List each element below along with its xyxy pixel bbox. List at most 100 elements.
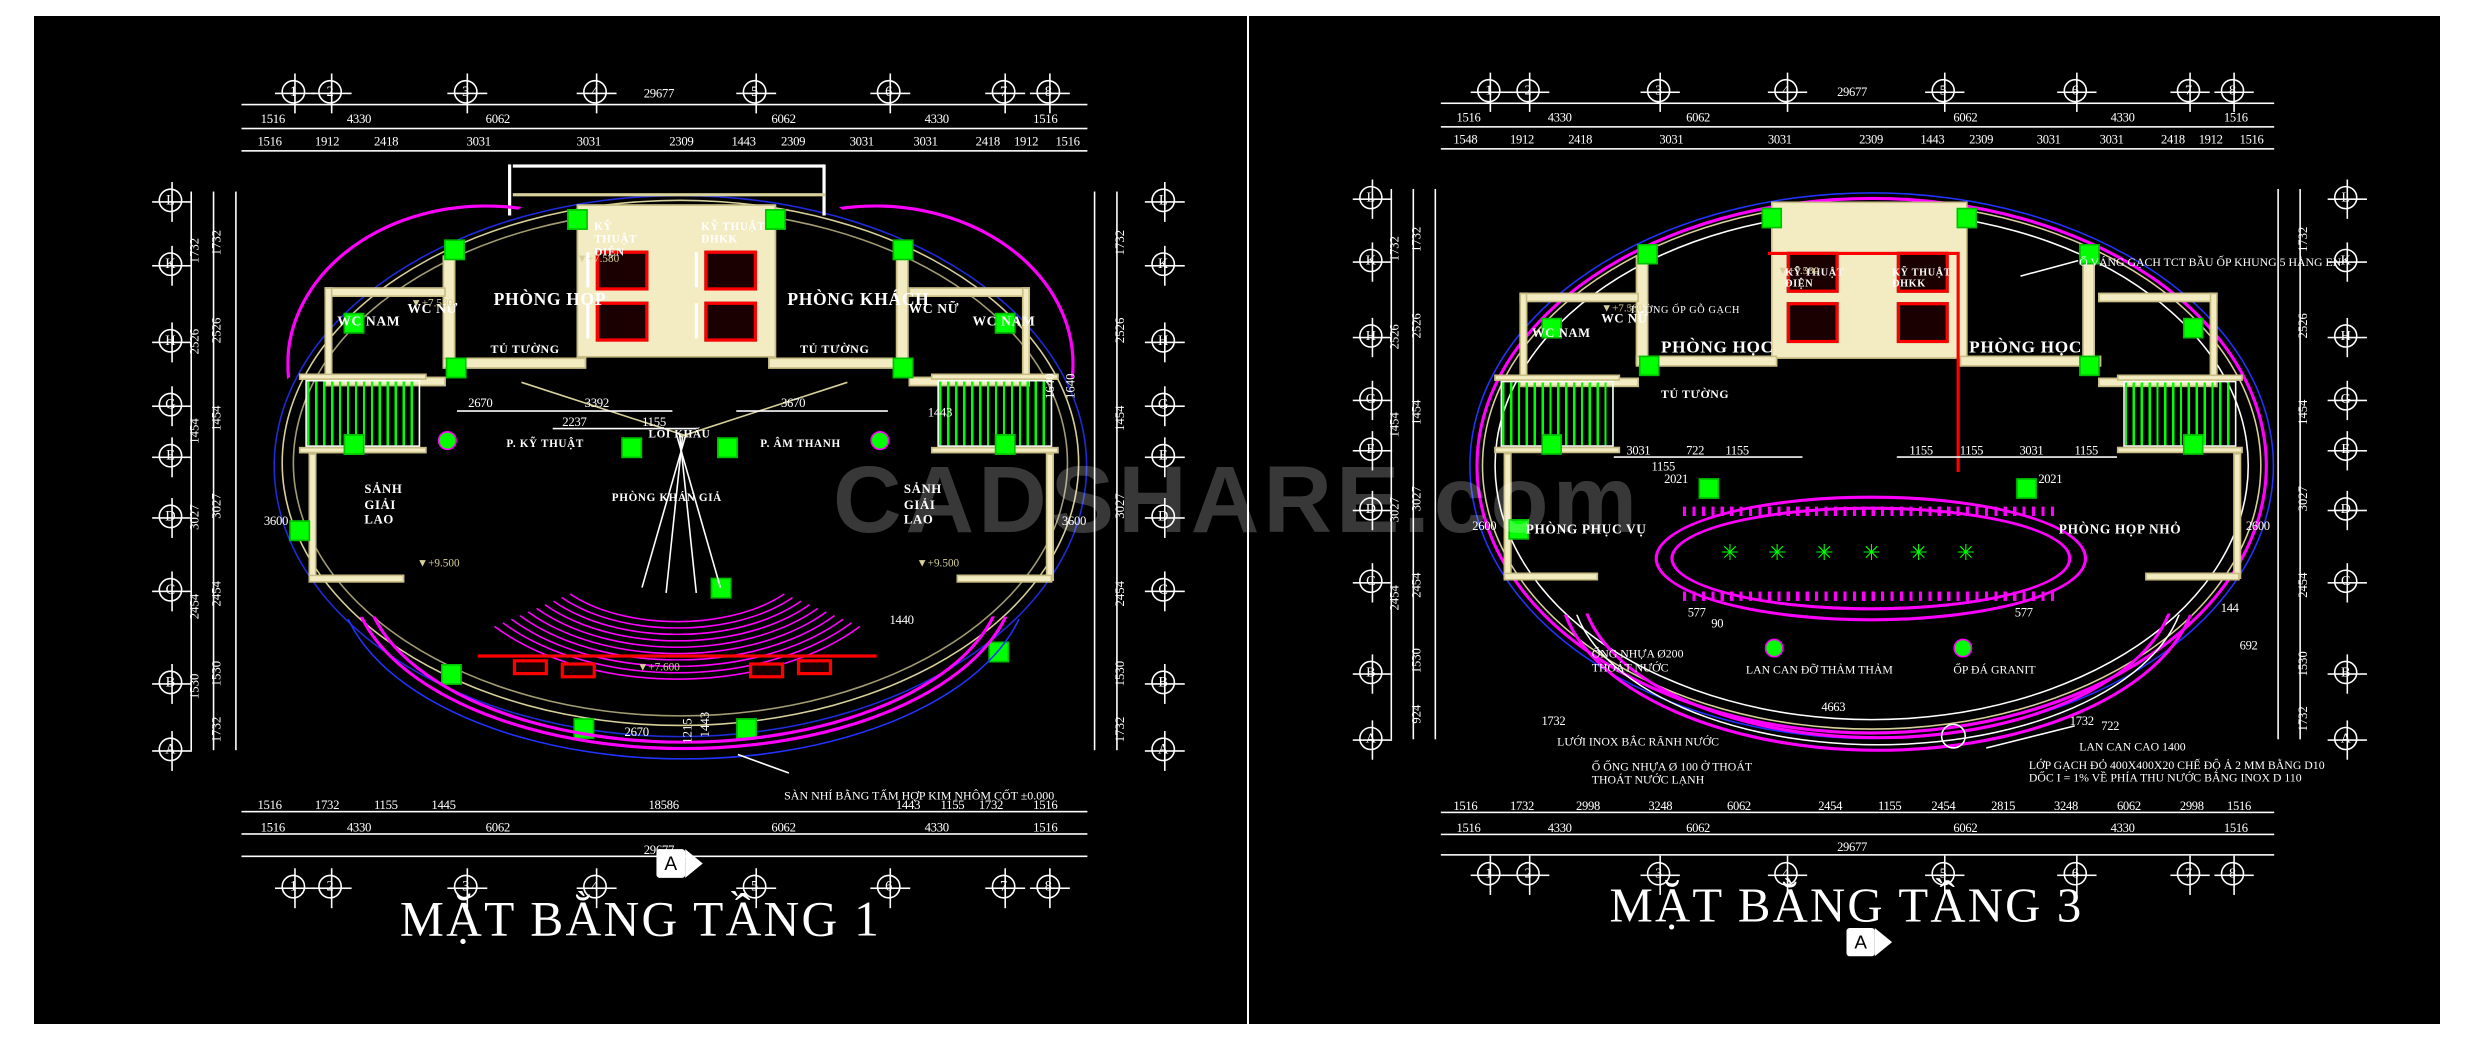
grid-bubble-top-7: 7 [985,73,1026,114]
note-slope: DỐC I = 1% VỀ PHÍA THU NƯỚC BẰNG INOX D … [2028,770,2302,785]
grid-bubble-bottom-5: 5 [736,868,777,909]
equipment-box-3 [704,250,758,291]
dim-f3-3031a: 3031 [1626,443,1651,458]
dim-seating-3: 2670 [624,724,650,740]
note-brick-layer: LỚP GẠCH ĐỎ 400X400X20 CHẾ ĐỘ Ả 2 MM BẰN… [2028,758,2325,773]
dim-top-f3-e: 4330 [2110,110,2135,125]
column [343,434,365,455]
wall-wc-left-v-f3 [1519,292,1528,388]
dim-right-7: 1732 [1112,716,1128,743]
grid-bubble-top-f3-4: 4 [1767,72,1808,112]
grid-bubble-top-f3-1: 1 [1470,72,1511,112]
dim-right-f3-3: 1454 [2296,399,2311,425]
dim-bot-f3-r4: 6062 [1953,821,1978,836]
column [2079,355,2100,377]
dim-left-2: 2526 [209,317,224,344]
dimline-bottom-row1-f3 [1440,811,2275,814]
dim-top2-f3-e: 3031 [1767,132,1792,147]
dim-left-5: 2454 [209,581,224,607]
grid-bubble-bottom-1: 1 [275,868,315,909]
wall-meeting-room-b [442,357,587,369]
column [1637,243,1658,265]
equipment-rail-2 [586,303,590,339]
grid-bubble-top-1: 1 [275,73,315,114]
dim-left-1: 1732 [209,229,224,256]
dim-left-f3-6: 1530 [1409,648,1424,674]
grid-bubble-bottom-3: 3 [447,868,488,909]
grid-bubble-right-f3-B: B [2327,654,2367,694]
grid-bubble-left-B: B [152,663,193,704]
dimline-top-overall [241,103,1088,106]
section-marker-floor-3: A [1846,928,1893,957]
column [764,209,786,230]
room-label-phong-khan-gia: PHÒNG KHÁN GIẢ [611,491,722,505]
note-circle-f3 [1940,723,1966,749]
dimline-internal-1 [456,410,673,412]
dim-internal-3670: 3670 [780,395,806,411]
grid-bubble-top-f3-2: 2 [1510,72,1550,112]
wall-service-left-f3 [1503,453,1512,579]
decor-star: ✳ [1720,542,1740,567]
grid-bubble-bottom-f3-2: 2 [1510,855,1550,895]
dim-f3-577b: 577 [2014,605,2033,620]
grid-bubble-top-4: 4 [576,73,617,114]
plan-floor-1: 29677 1516 4330 6062 6062 4330 1516 1516… [34,16,1247,1024]
dim-top2-f3-l: 1912 [2198,132,2223,147]
dimline-bottom-row2-f3 [1440,833,2275,836]
dim-top2-f3-d: 3031 [1659,132,1684,147]
grid-bubble-right-f3-L: L [2327,179,2367,219]
grid-bubble-right-C: C [1144,571,1185,612]
dim-f3-577a: 577 [1687,605,1706,620]
column [2016,478,2037,499]
dim-right-6: 1530 [1112,660,1128,687]
round-column [437,430,457,451]
room-label-tuong-op-go-gach: TƯỜNG ỐP GỖ GẠCH [1629,305,1740,317]
grid-bubble-top-f3-5: 5 [1925,72,1965,112]
dim-3600-right: 3600 [1061,513,1087,529]
note-drain-pipe: ỐNG NHỰA Ø200 THOÁT NƯỚC [1591,646,1684,675]
dim-bot-s9: 1516 [1033,798,1058,813]
dim-left-f3-7: 924 [1409,704,1424,724]
dim-right-1: 1732 [1112,229,1128,256]
room-label-wc-nu-right: WC NỮ [908,300,960,317]
dimline-left-f3-b [1412,188,1415,740]
dimline-right-a [1093,191,1096,751]
dim-bot-f3-j: 3248 [2054,799,2078,814]
column [892,357,914,379]
grid-bubble-bottom-f3-1: 1 [1470,855,1511,895]
grid-bubble-left-A: A [152,731,193,771]
room-label-kt-dhkk-f3: KỸ THUẬT ĐHKK [1892,267,1952,291]
dim-left-f3-1: 1732 [1409,226,1424,252]
equipment-rail-3 [694,252,698,288]
dim-top-f3-c: 6062 [1686,110,1711,125]
column [1508,519,1529,540]
grid-bubble-left-f3-C: C [1352,563,1393,603]
grid-bubble-right-f3-D: D [2327,490,2367,531]
column [1541,317,1562,339]
note-rail-carpet: LAN CAN ĐỠ THẢM THẢM [1745,662,1893,677]
dim-bot-r2: 4330 [346,820,372,835]
dimline-top-row2-f3 [1440,148,2275,150]
grid-bubble-right-f3-K: K [2327,242,2367,282]
equipment-box-2 [595,301,649,342]
dim-top-f3-d: 6062 [1953,110,1978,125]
plan-title-floor-3: MẶT BẰNG TẦNG 3 [1609,877,2084,933]
grid-bubble-bottom-7: 7 [985,868,1026,909]
section-marker-arrow [685,849,703,878]
dim-bot-s7: 1155 [940,798,965,813]
grid-bubble-left-L: L [152,181,193,222]
note-inox-grate: LƯỚI INOX BẮC RÃNH NƯỚC [1557,734,1719,749]
dim-right-4: 3027 [1112,493,1128,519]
dim-f3-2600a: 2600 [1472,519,1497,534]
room-label-kt-dien-f3: KỸ THUẬT ĐIỆN [1785,267,1845,291]
section-marker-label-f3: A [1846,928,1875,957]
note-floor-material: SÀN NHÍ BẰNG TẤM HỢP KIM NHÔM CỐT ±0.000 [784,788,1055,803]
dim-bot-f3-l: 2998 [2179,799,2204,814]
note-cold-water: THOÁT NƯỚC LẠNH [1591,772,1705,787]
room-label-sanh-giai-lao-left: SẢNH GIẢI LAO [364,482,403,528]
dim-left-3: 1454 [209,405,224,431]
dim-top-f: 1516 [1033,111,1058,127]
dim-bot-s6: 1443 [895,798,921,813]
dim-left-4: 3027 [209,493,224,519]
dim-f3-1155d: 1155 [1959,443,1984,458]
